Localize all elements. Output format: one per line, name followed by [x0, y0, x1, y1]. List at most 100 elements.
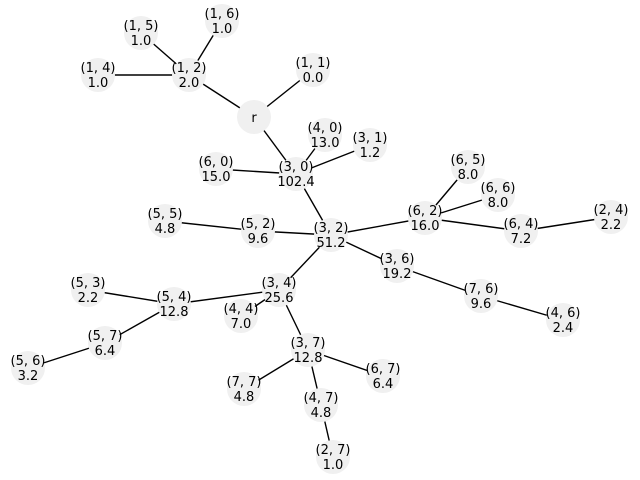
node-name-label: (6, 0): [199, 155, 234, 170]
node-marker: [296, 53, 330, 87]
node-name-label: (5, 2): [241, 217, 276, 232]
node-value-label: 3.2: [18, 369, 39, 384]
node-value-label: 2.0: [179, 76, 200, 91]
node-value-label: 2.4: [553, 321, 574, 336]
node-value-label: 8.0: [458, 168, 479, 183]
tree-node-5-3: (5, 3)2.2: [71, 273, 106, 307]
node-name-label: (6, 5): [451, 153, 486, 168]
node-name-label: (6, 7): [366, 362, 401, 377]
tree-node-6-2: (6, 2)16.0: [408, 201, 443, 235]
tree-node-6-6: (6, 6)8.0: [481, 178, 516, 212]
node-name-label: (1, 4): [81, 61, 116, 76]
node-layer: r(1, 2)2.0(1, 5)1.0(1, 6)1.0(1, 4)1.0(1,…: [11, 4, 629, 474]
tree-node-1-4: (1, 4)1.0: [81, 58, 116, 92]
node-marker: [88, 326, 122, 360]
node-marker: [11, 351, 45, 385]
node-name-label: (3, 7): [291, 336, 326, 351]
node-marker: [205, 4, 239, 38]
root-node: r: [237, 100, 271, 134]
tree-node-7-7: (7, 7)4.8: [227, 372, 262, 406]
node-marker: [227, 372, 261, 406]
node-marker: [504, 214, 538, 248]
node-value-label: 0.0: [303, 71, 324, 86]
node-marker: [408, 201, 442, 235]
node-name-label: r: [251, 111, 257, 126]
node-name-label: (6, 6): [481, 181, 516, 196]
node-value-label: 2.2: [601, 218, 622, 233]
node-name-label: (4, 4): [224, 302, 259, 317]
node-marker: [464, 279, 498, 313]
tree-node-4-7: (4, 7)4.8: [304, 388, 339, 422]
tree-node-4-0: (4, 0)13.0: [308, 118, 343, 152]
node-marker: [366, 359, 400, 393]
node-name-label: (4, 0): [308, 121, 343, 136]
tree-node-4-6: (4, 6)2.4: [546, 303, 580, 337]
tree-node-7-6: (7, 6)9.6: [464, 279, 498, 313]
node-name-label: (5, 5): [148, 207, 183, 222]
node-name-label: (6, 4): [504, 217, 539, 232]
node-name-label: (4, 7): [304, 391, 339, 406]
tree-node-5-5: (5, 5)4.8: [148, 204, 183, 238]
node-marker: [316, 440, 350, 474]
node-value-label: 4.8: [311, 406, 332, 421]
node-value-label: 12.8: [294, 351, 323, 366]
node-value-label: 16.0: [411, 219, 440, 234]
node-value-label: 7.0: [231, 317, 252, 332]
node-value-label: 1.0: [131, 34, 152, 49]
node-value-label: 1.2: [360, 146, 381, 161]
node-name-label: (1, 6): [205, 7, 240, 22]
node-marker: [353, 128, 387, 162]
tree-node-3-2: (3, 2)51.2: [314, 218, 348, 252]
node-name-label: (1, 5): [124, 19, 159, 34]
node-value-label: 1.0: [212, 22, 233, 37]
node-value-label: 4.8: [155, 222, 176, 237]
node-value-label: 1.0: [323, 458, 344, 473]
node-marker: [81, 58, 115, 92]
tree-node-1-2: (1, 2)2.0: [172, 58, 207, 92]
node-marker: [546, 303, 580, 337]
node-name-label: (3, 1): [353, 131, 388, 146]
node-name-label: (7, 7): [227, 375, 262, 390]
node-value-label: 102.4: [277, 175, 314, 190]
node-name-label: (5, 3): [71, 276, 106, 291]
node-value-label: 1.0: [88, 76, 109, 91]
node-marker: [172, 58, 206, 92]
node-marker: [148, 204, 182, 238]
tree-node-5-4: (5, 4)12.8: [157, 287, 192, 321]
node-marker: [237, 100, 271, 134]
node-name-label: (1, 2): [172, 61, 207, 76]
node-name-label: (5, 4): [157, 290, 192, 305]
node-name-label: (3, 6): [380, 252, 415, 267]
node-marker: [279, 157, 313, 191]
tree-node-5-6: (5, 6)3.2: [11, 351, 45, 385]
node-name-label: (3, 0): [279, 160, 314, 175]
tree-node-3-7: (3, 7)12.8: [291, 333, 326, 367]
tree-node-1-1: (1, 1)0.0: [296, 53, 330, 87]
tree-node-2-7: (2, 7)1.0: [316, 440, 350, 474]
edge-3-4-to-5-4: [173, 289, 280, 305]
tree-node-2-4: (2, 4)2.2: [594, 200, 629, 234]
node-value-label: 6.4: [95, 344, 116, 359]
node-value-label: 9.6: [248, 232, 269, 247]
tree-node-6-5: (6, 5)8.0: [451, 150, 486, 184]
node-value-label: 15.0: [202, 170, 231, 185]
node-marker: [262, 273, 296, 307]
node-value-label: 2.2: [78, 291, 99, 306]
node-marker: [314, 218, 348, 252]
node-value-label: 4.8: [234, 390, 255, 405]
node-marker: [451, 150, 485, 184]
node-marker: [124, 16, 158, 50]
tree-node-3-0: (3, 0)102.4: [277, 157, 315, 191]
node-marker: [224, 299, 258, 333]
node-name-label: (2, 4): [594, 203, 629, 218]
node-value-label: 51.2: [317, 236, 346, 251]
node-name-label: (6, 2): [408, 204, 443, 219]
tree-node-6-0: (6, 0)15.0: [199, 152, 234, 186]
node-marker: [594, 200, 628, 234]
node-marker: [291, 333, 325, 367]
node-marker: [241, 214, 275, 248]
node-value-label: 25.6: [265, 291, 294, 306]
node-marker: [380, 249, 414, 283]
tree-node-3-1: (3, 1)1.2: [353, 128, 388, 162]
